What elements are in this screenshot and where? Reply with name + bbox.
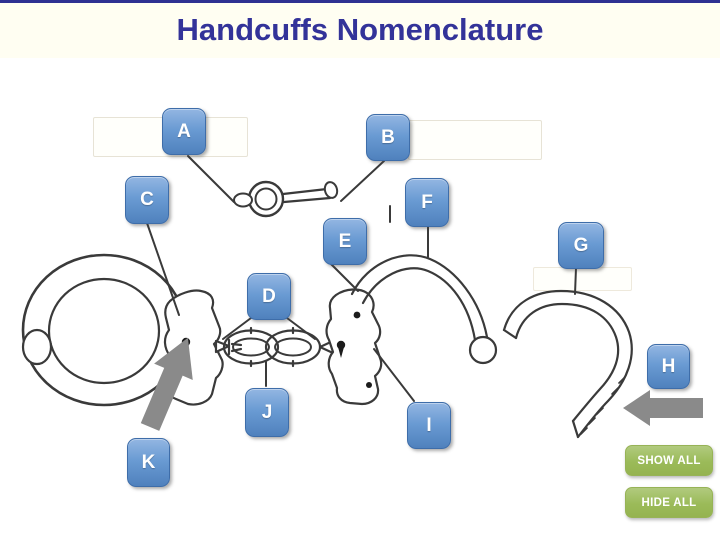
part-label-c[interactable]: C — [125, 176, 169, 224]
label-connector-lines — [146, 155, 577, 402]
right-keyhole — [336, 340, 346, 358]
page-title: Handcuffs Nomenclature — [176, 12, 544, 47]
left-cuff-drawing — [21, 253, 231, 407]
right-cuff-open-bow-drawing — [502, 289, 633, 439]
connector-e — [329, 262, 359, 292]
part-label-h[interactable]: H — [647, 344, 690, 389]
connector-d-left — [222, 317, 252, 340]
part-label-f[interactable]: F — [405, 178, 449, 227]
connector-c — [146, 222, 180, 316]
pointer-arrow-h-icon — [623, 390, 703, 426]
hide-all-button[interactable]: HIDE ALL — [625, 487, 713, 518]
show-all-button[interactable]: SHOW ALL — [625, 445, 713, 476]
part-label-k[interactable]: K — [127, 438, 170, 487]
pointer-arrow-k-icon — [140, 337, 193, 431]
part-label-a[interactable]: A — [162, 108, 206, 155]
top-border-rule — [0, 0, 720, 3]
connector-b — [340, 160, 385, 202]
right-cuff-body-drawing — [325, 288, 383, 406]
part-label-g[interactable]: G — [558, 222, 604, 269]
header-band — [0, 3, 720, 58]
connector-a — [187, 155, 235, 203]
part-label-b[interactable]: B — [366, 114, 410, 161]
ratchet-teeth — [580, 376, 626, 435]
connector-i — [373, 348, 415, 402]
part-label-d[interactable]: D — [247, 273, 291, 320]
right-cuff-frame-arch-drawing — [350, 254, 498, 365]
handcuff-key-drawing — [233, 180, 339, 218]
chain-links-drawing — [222, 326, 335, 368]
part-label-j[interactable]: J — [245, 388, 289, 437]
answer-placeholder-b — [408, 120, 542, 160]
part-label-i[interactable]: I — [407, 402, 451, 449]
part-label-e[interactable]: E — [323, 218, 367, 265]
connector-g — [574, 267, 577, 295]
connector-d-right — [286, 317, 316, 340]
